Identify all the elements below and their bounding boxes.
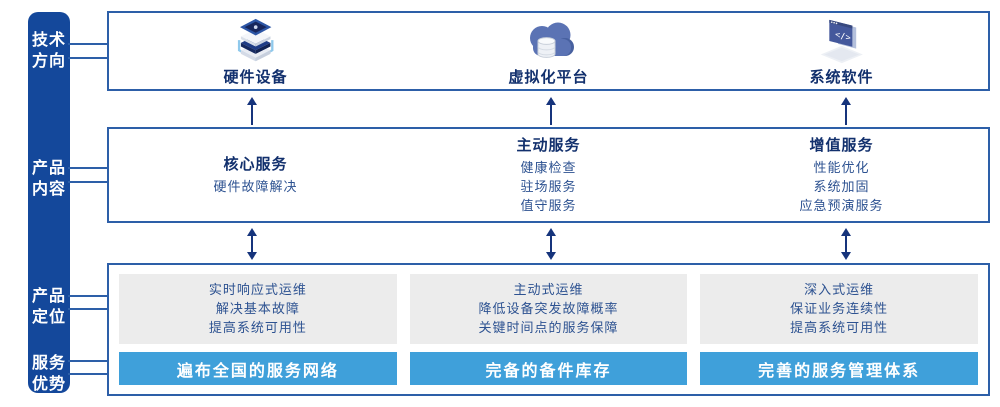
service-item: 值守服务 bbox=[520, 198, 577, 214]
service-column-value-added: 增值服务 性能优化 系统加固 应急预演服务 bbox=[695, 129, 988, 221]
service-title: 增值服务 bbox=[809, 135, 874, 154]
service-item: 健康检查 bbox=[520, 160, 577, 176]
tech-item-virtualization: 虚拟化平台 bbox=[402, 13, 695, 89]
advantage-highlight-bar: 完备的备件库存 bbox=[409, 352, 688, 385]
server-stack-icon bbox=[237, 18, 274, 62]
up-arrow bbox=[840, 97, 852, 125]
tech-label: 虚拟化平台 bbox=[508, 68, 589, 86]
service-column-core: 核心服务 硬件故障解决 bbox=[109, 129, 402, 221]
double-arrow bbox=[246, 228, 258, 260]
sidebar-label-product-position: 产品 定位 bbox=[31, 286, 66, 326]
position-description-panel: 主动式运维 降低设备突发故障概率 关键时间点的服务保障 bbox=[409, 274, 688, 344]
product-position-box: 实时响应式运维 解决基本故障 提高系统可用性 遍布全国的服务网络 主动式运维 降… bbox=[107, 263, 990, 396]
position-column-realtime: 实时响应式运维 解决基本故障 提高系统可用性 遍布全国的服务网络 bbox=[119, 274, 397, 385]
sidebar-label-product-content: 产品 内容 bbox=[31, 158, 66, 198]
connector-line bbox=[68, 167, 107, 169]
tech-item-hardware: 硬件设备 bbox=[109, 13, 402, 89]
category-sidebar: 技术 方向 产品 内容 产品 定位 服务 优势 bbox=[28, 12, 70, 393]
service-item: 性能优化 bbox=[813, 160, 870, 176]
position-description-panel: 深入式运维 保证业务连续性 提高系统可用性 bbox=[700, 274, 979, 344]
advantage-highlight-bar: 完善的服务管理体系 bbox=[700, 352, 979, 385]
tech-label: 系统软件 bbox=[809, 68, 874, 86]
advantage-highlight-bar: 遍布全国的服务网络 bbox=[119, 352, 397, 385]
service-column-proactive: 主动服务 健康检查 驻场服务 值守服务 bbox=[402, 129, 695, 221]
position-column-proactive: 主动式运维 降低设备突发故障概率 关键时间点的服务保障 完备的备件库存 bbox=[409, 274, 688, 385]
connector-line bbox=[68, 57, 107, 59]
service-item: 驻场服务 bbox=[520, 179, 577, 195]
service-item: 应急预演服务 bbox=[799, 198, 884, 214]
cloud-database-icon bbox=[529, 22, 574, 58]
tech-item-system-software: </> 系统软件 bbox=[695, 13, 988, 89]
position-description-panel: 实时响应式运维 解决基本故障 提高系统可用性 bbox=[119, 274, 397, 344]
service-title: 主动服务 bbox=[516, 135, 581, 154]
connector-line bbox=[68, 360, 107, 362]
tech-direction-box: 硬件设备 虚拟化平台 bbox=[107, 11, 990, 91]
code-window-icon: </> bbox=[820, 19, 863, 64]
connector-line bbox=[68, 373, 107, 375]
connector-line bbox=[68, 43, 107, 45]
double-arrow bbox=[545, 228, 557, 260]
position-column-deep: 深入式运维 保证业务连续性 提高系统可用性 完善的服务管理体系 bbox=[700, 274, 979, 385]
up-arrow bbox=[545, 97, 557, 125]
service-title: 核心服务 bbox=[223, 154, 288, 173]
product-content-box: 核心服务 硬件故障解决 主动服务 健康检查 驻场服务 值守服务 增值服务 性能优… bbox=[107, 127, 990, 223]
sidebar-label-tech-direction: 技术 方向 bbox=[31, 30, 66, 70]
connector-line bbox=[68, 181, 107, 183]
connector-line bbox=[68, 308, 107, 310]
service-item: 系统加固 bbox=[813, 179, 870, 195]
double-arrow bbox=[840, 228, 852, 260]
sidebar-label-service-advantage: 服务 优势 bbox=[31, 353, 66, 393]
up-arrow bbox=[246, 97, 258, 125]
service-item: 硬件故障解决 bbox=[213, 179, 298, 195]
svg-text:</>: </> bbox=[835, 30, 851, 44]
connector-line bbox=[68, 295, 107, 297]
tech-label: 硬件设备 bbox=[223, 68, 288, 86]
